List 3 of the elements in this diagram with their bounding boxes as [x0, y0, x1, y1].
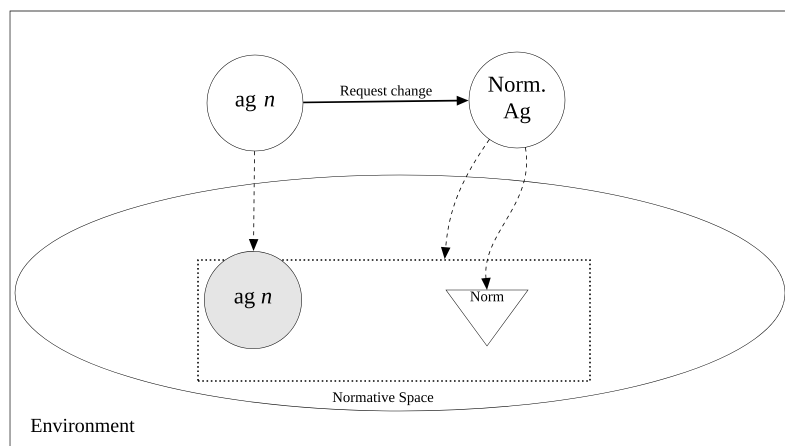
node-label: Normative Space [332, 392, 434, 406]
edge-label: Request change [338, 84, 434, 100]
node-label: Environment [30, 418, 135, 432]
